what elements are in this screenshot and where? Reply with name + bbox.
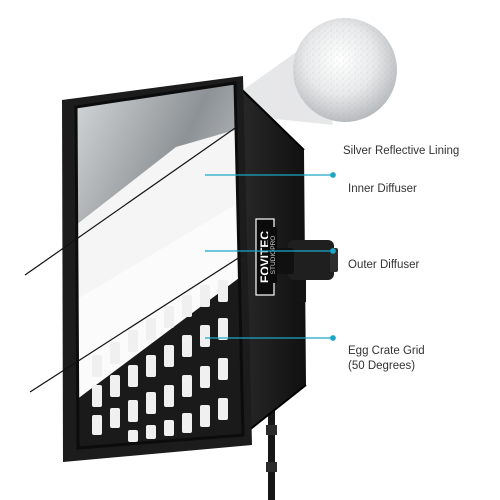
egg-crate-label: Egg Crate Grid (50 Degrees) [348, 344, 425, 374]
light-stand [266, 405, 277, 500]
egg-crate-label-line1: Egg Crate Grid [348, 345, 425, 357]
egg-crate-label-line2: (50 Degrees) [348, 360, 416, 372]
brand-subtitle: STUDIOPRO [270, 236, 277, 275]
studio-strobe-icon [276, 240, 338, 302]
section-cut-line [29, 254, 244, 393]
section-cut-line [24, 125, 239, 276]
brand-subtitle-plate: STUDIOPRO [268, 227, 277, 283]
inner-diffuser-label: Inner Diffuser [348, 183, 417, 195]
silver-lining-label: Silver Reflective Lining [343, 145, 460, 157]
silver-fabric-magnifier-icon [293, 18, 397, 122]
egg-crate-grid [76, 275, 243, 448]
outer-diffuser-label: Outer Diffuser [348, 259, 420, 271]
